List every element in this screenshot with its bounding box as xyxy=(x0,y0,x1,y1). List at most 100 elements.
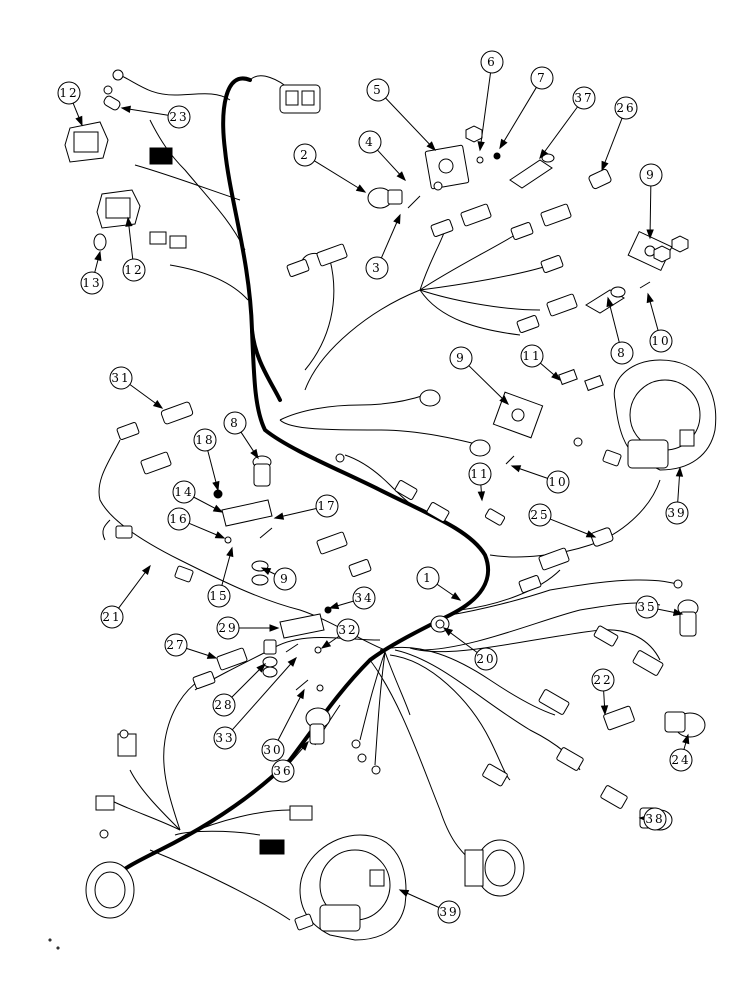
callout-arrowhead xyxy=(256,662,267,673)
callout-arrowhead xyxy=(539,148,549,160)
callout-number: 8 xyxy=(230,416,240,430)
callout: 38 xyxy=(638,807,667,831)
callout-number: 26 xyxy=(616,101,635,115)
plug-23 xyxy=(103,95,121,111)
callout-number: 21 xyxy=(102,610,121,624)
callout: 27 xyxy=(164,633,218,659)
callout-number: 6 xyxy=(487,55,497,69)
hardware xyxy=(48,69,683,950)
callout-number: 12 xyxy=(59,86,78,100)
callout-leader-line xyxy=(601,118,623,171)
callout-balloon xyxy=(416,566,440,590)
switch-36 xyxy=(305,707,331,745)
callout-balloon xyxy=(358,130,382,154)
callout-balloon xyxy=(207,584,231,608)
sensor-25 xyxy=(590,527,614,547)
callout: 6 xyxy=(477,50,504,152)
callout-number: 39 xyxy=(667,506,686,520)
callout-leader-line xyxy=(385,97,436,151)
callout: 9 xyxy=(260,567,297,591)
callout-balloon xyxy=(635,595,659,619)
lamp-housing-upper xyxy=(64,121,109,163)
callout-balloon xyxy=(365,256,389,280)
callout-arrowhead xyxy=(320,640,332,649)
callout-balloon xyxy=(216,616,240,640)
callout-leader-line xyxy=(479,72,492,151)
callout-number: 1 xyxy=(423,571,433,585)
fuse-holders-11 xyxy=(558,368,604,392)
callout-balloon xyxy=(520,344,544,368)
callout: 8 xyxy=(606,296,634,365)
callout-arrowhead xyxy=(585,530,597,538)
callout-arrowhead xyxy=(426,141,436,152)
bulb xyxy=(93,233,107,251)
callout-balloon xyxy=(480,50,504,74)
callout-arrowhead xyxy=(250,448,259,460)
callout: 3 xyxy=(365,213,401,280)
lamp-socket xyxy=(419,389,491,457)
callout: 16 xyxy=(167,507,226,539)
switch-assembly-top xyxy=(279,84,321,114)
callout-number: 24 xyxy=(671,753,690,767)
callout-arrowhead xyxy=(600,705,609,716)
callout-leader-line xyxy=(468,365,509,405)
callout-leader-line xyxy=(314,160,366,193)
callout: 2 xyxy=(293,143,367,193)
callout-balloon xyxy=(449,346,473,370)
callout-number: 8 xyxy=(617,346,627,360)
callout-arrowhead xyxy=(510,465,522,473)
callout: 39 xyxy=(665,466,689,525)
sensor-26 xyxy=(588,168,612,190)
callout-leader-line xyxy=(649,185,652,239)
callout-number: 14 xyxy=(174,485,193,499)
callout: 36 xyxy=(271,740,309,783)
callout-number: 7 xyxy=(537,71,547,85)
callout-arrowhead xyxy=(646,292,654,304)
callout-arrowhead xyxy=(328,602,340,610)
callout: 28 xyxy=(212,662,267,717)
callout-balloon xyxy=(315,494,339,518)
callout: 37 xyxy=(539,86,596,160)
callout: 10 xyxy=(510,465,570,494)
callout: 8 xyxy=(223,411,259,460)
callout-number: 17 xyxy=(317,499,336,513)
callout-balloon xyxy=(212,693,236,717)
callout-number: 11 xyxy=(522,349,541,363)
callout-number: 33 xyxy=(215,731,234,745)
callout: 10 xyxy=(646,292,673,353)
callout: 4 xyxy=(358,130,406,182)
callout: 5 xyxy=(366,78,436,152)
callout-leader-line xyxy=(539,106,578,159)
callout-number: 5 xyxy=(373,83,383,97)
callout: 35 xyxy=(635,595,684,619)
callout: 11 xyxy=(520,344,562,381)
callout-number: 27 xyxy=(166,638,185,652)
callout-number: 32 xyxy=(338,623,357,637)
callout: 17 xyxy=(273,494,339,520)
callout: 1 xyxy=(416,566,462,601)
callout-arrowhead xyxy=(355,184,367,193)
callout: 32 xyxy=(320,618,360,649)
callout-number: 23 xyxy=(169,110,188,124)
callout-number: 10 xyxy=(548,475,567,489)
callout-balloon xyxy=(57,81,81,105)
callout-arrowhead xyxy=(75,115,83,127)
callout-arrowhead xyxy=(125,216,133,227)
callout: 7 xyxy=(499,66,554,150)
callout-arrowhead xyxy=(606,296,614,308)
callout-arrowhead xyxy=(396,171,406,182)
callout-arrowhead xyxy=(120,105,131,114)
callout-balloon xyxy=(167,507,191,531)
callout-balloon xyxy=(336,618,360,642)
callout: 14 xyxy=(172,480,224,513)
callout: 24 xyxy=(669,733,693,772)
harness-upper-right-branch xyxy=(279,229,681,616)
callout-arrowhead xyxy=(212,480,220,492)
relays-left xyxy=(95,733,313,855)
harness-trunk xyxy=(108,74,491,882)
callout-balloon xyxy=(193,428,217,452)
round-connector-right xyxy=(464,839,525,897)
callout-number: 28 xyxy=(214,698,233,712)
callout-balloon xyxy=(468,462,492,486)
round-connector-left xyxy=(85,861,135,919)
